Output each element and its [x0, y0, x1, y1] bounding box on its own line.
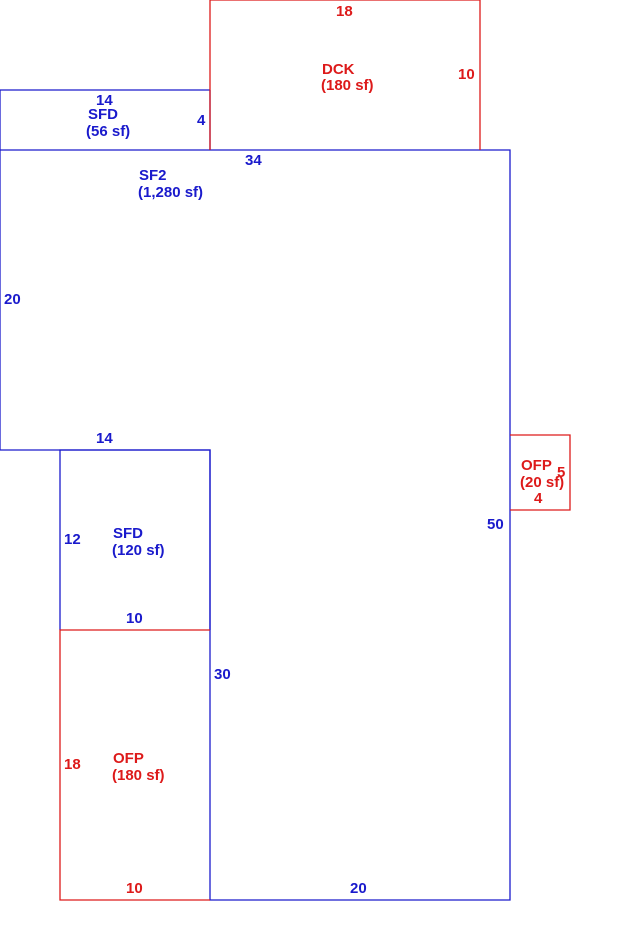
- living-area-labels: 14 SFD (56 sf) 4 34 SF2 (1,280 sf) 20 14…: [4, 92, 504, 897]
- ofp-lower-area: (180 sf): [112, 767, 165, 784]
- sfd-upper-code: SFD: [88, 106, 118, 123]
- ofp-right-code: OFP: [521, 457, 552, 474]
- dck-code: DCK: [322, 61, 355, 78]
- ofp-right-dim-bottom: 4: [534, 490, 543, 507]
- sf2-outline: [0, 149, 511, 901]
- exterior-area-outlines: [59, 0, 571, 901]
- ofp-right-outline: [510, 434, 571, 511]
- sf2-dim-left: 20: [4, 291, 21, 308]
- sfd-upper-dim-right: 4: [197, 112, 206, 129]
- sf2-code: SF2: [139, 167, 167, 184]
- sfd-lower-outline: [59, 449, 211, 630]
- sf2-dim-right: 50: [487, 516, 504, 533]
- dck-dim-top: 18: [336, 3, 353, 20]
- ofp-lower-code: OFP: [113, 750, 144, 767]
- ofp-lower-dim-left: 18: [64, 756, 81, 773]
- dck-dim-right: 10: [458, 66, 475, 83]
- sfd-lower-area: (120 sf): [112, 542, 165, 559]
- sfd-upper-area: (56 sf): [86, 123, 130, 140]
- sf2-dim-top: 34: [245, 152, 262, 169]
- sfd-lower-dim-left: 12: [64, 531, 81, 548]
- ofp-lower-dim-bottom: 10: [126, 880, 143, 897]
- living-area-outlines: [0, 89, 511, 901]
- sfd-upper-dim-top: 14: [96, 92, 113, 109]
- sf2-area: (1,280 sf): [138, 184, 203, 201]
- sf2-dim-left-bottom: 14: [96, 430, 113, 447]
- sf2-dim-bottom: 20: [350, 880, 367, 897]
- exterior-area-labels: 18 DCK (180 sf) 10 18 OFP (180 sf) 10 OF…: [64, 3, 565, 897]
- sf2-dim-inner: 30: [214, 666, 231, 683]
- sfd-upper-outline: [0, 89, 210, 150]
- dck-outline: [209, 0, 481, 150]
- ofp-right-dim-right: 5: [557, 464, 565, 481]
- ofp-lower-outline: [59, 629, 210, 901]
- sfd-lower-code: SFD: [113, 525, 143, 542]
- sfd-lower-dim-bottom: 10: [126, 610, 143, 627]
- ofp-right-area: (20 sf): [520, 474, 564, 491]
- dck-area: (180 sf): [321, 77, 374, 94]
